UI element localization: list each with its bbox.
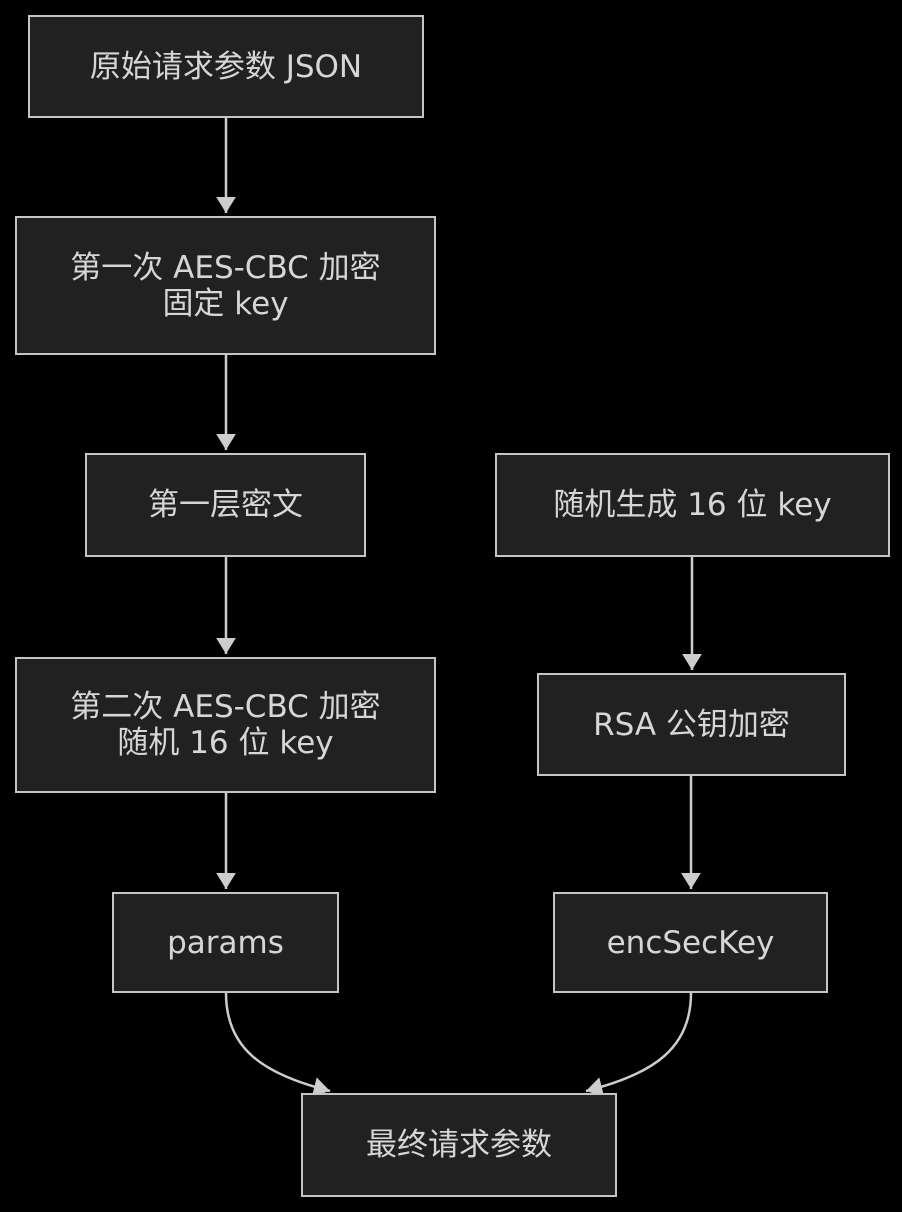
node-label: 随机生成 16 位 key (553, 487, 832, 523)
node-first-layer-ciphertext: 第一层密文 (85, 453, 366, 557)
node-label-line2: 随机 16 位 key (117, 725, 334, 761)
node-label-line1: 第一次 AES-CBC 加密 (70, 249, 381, 286)
arrow-encseckey-to-final (585, 992, 693, 1097)
arrow-params-to-final (224, 992, 331, 1097)
node-rsa-public-key-encrypt: RSA 公钥加密 (537, 673, 846, 776)
node-second-aes-cbc-encrypt: 第二次 AES-CBC 加密 随机 16 位 key (15, 657, 436, 793)
node-label-line1: 第二次 AES-CBC 加密 (70, 689, 381, 725)
node-label: params (167, 924, 284, 961)
node-final-request-params: 最终请求参数 (301, 1093, 617, 1197)
node-label: RSA 公钥加密 (593, 706, 790, 743)
node-label: 原始请求参数 JSON (89, 48, 363, 85)
node-encseckey: encSecKey (553, 892, 828, 993)
node-first-aes-cbc-encrypt: 第一次 AES-CBC 加密 固定 key (15, 216, 436, 355)
node-label-line2: 固定 key (162, 285, 289, 322)
node-original-request-params: 原始请求参数 JSON (28, 15, 424, 118)
node-params: params (112, 892, 339, 993)
node-label: encSecKey (606, 924, 775, 961)
node-label: 第一层密文 (148, 487, 303, 523)
node-random-16-key: 随机生成 16 位 key (495, 453, 890, 557)
node-label: 最终请求参数 (366, 1127, 552, 1163)
